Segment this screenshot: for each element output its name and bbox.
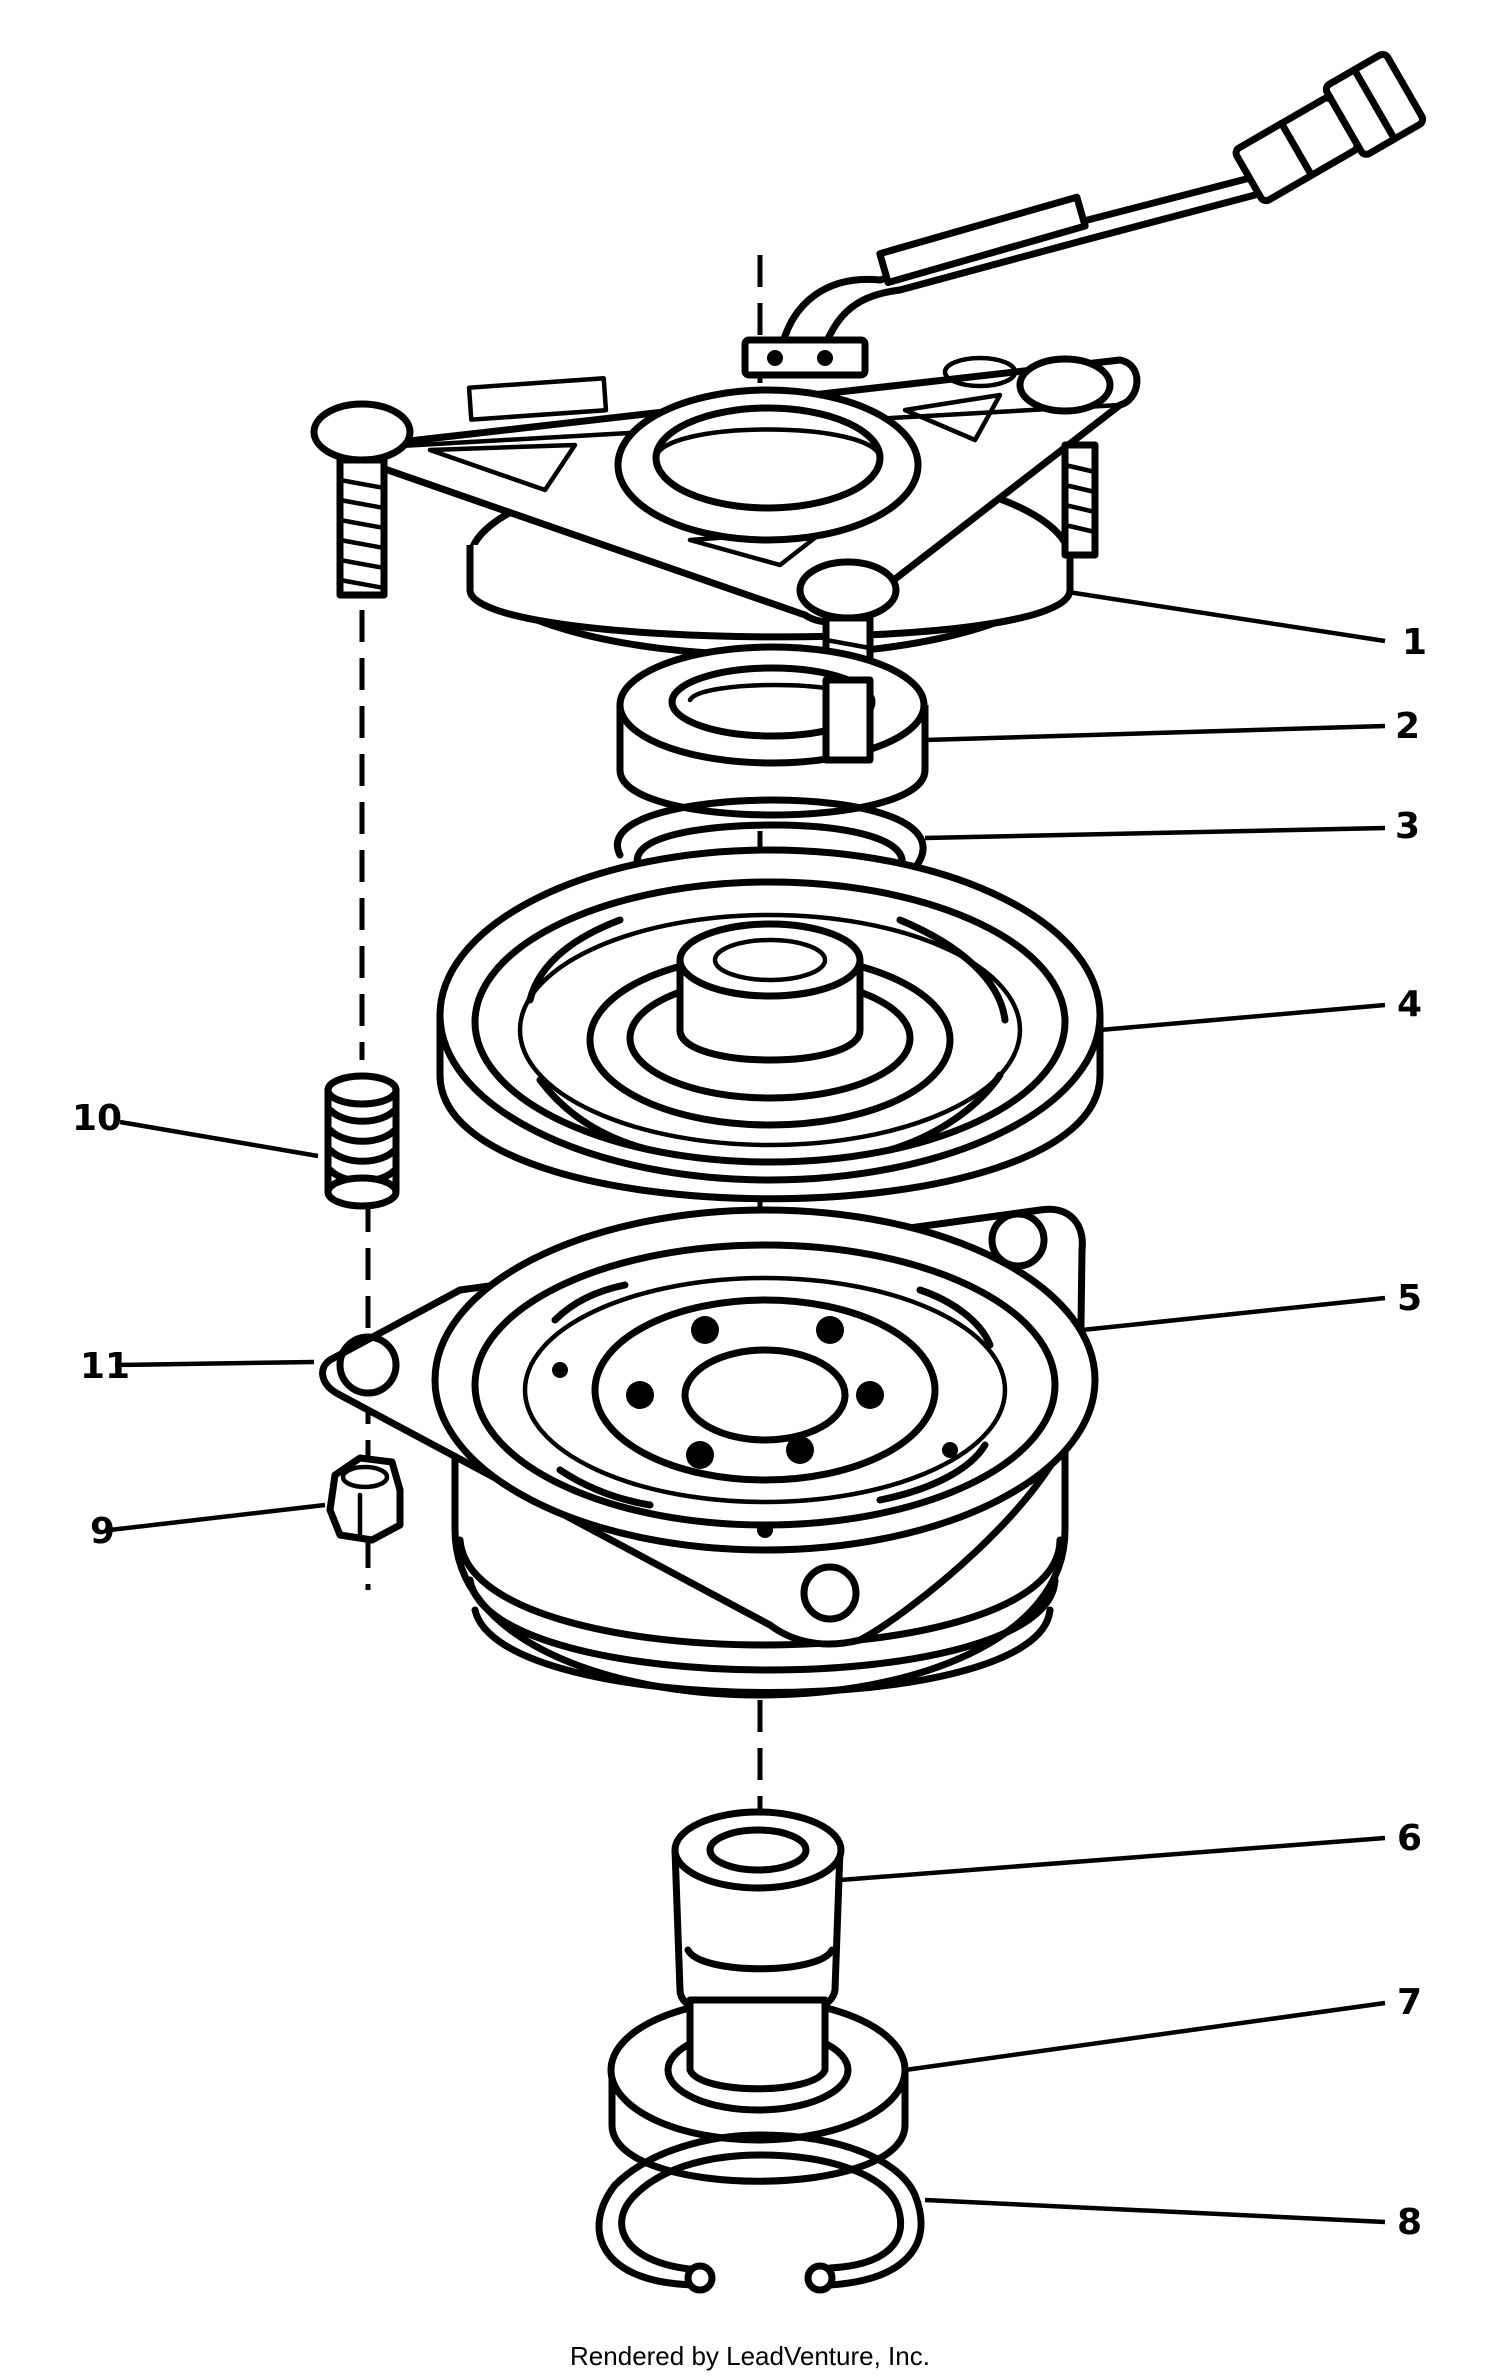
callout-6: 6 — [1397, 1818, 1422, 1859]
callout-7: 7 — [1397, 1982, 1422, 2023]
part-2-bearing — [616, 643, 929, 819]
part-4-armature-disc — [436, 846, 1104, 1203]
leader-lines — [109, 589, 1386, 2225]
callout-8: 8 — [1397, 2202, 1422, 2243]
part-7-bearing — [607, 1996, 909, 2185]
callout-3: 3 — [1395, 806, 1420, 847]
callout-4: 4 — [1397, 984, 1422, 1025]
part-8-snap-ring — [595, 2131, 925, 2294]
part-5-brake-plate-pulley — [319, 1205, 1099, 1699]
callout-9: 9 — [90, 1511, 115, 1552]
part-1-field-coil-assembly — [310, 50, 1427, 762]
part-6-spacer-sleeve — [671, 1808, 845, 2024]
footer-credit: Rendered by LeadVenture, Inc. — [570, 2341, 930, 2371]
callout-2: 2 — [1395, 706, 1420, 747]
callout-5: 5 — [1397, 1278, 1422, 1319]
callout-10: 10 — [72, 1098, 122, 1139]
callout-11: 11 — [80, 1346, 130, 1387]
callout-labels: 1 2 3 4 5 6 7 8 9 10 11 — [72, 622, 1427, 2243]
part-10-spring — [324, 1072, 400, 1210]
callout-1: 1 — [1402, 622, 1427, 663]
part-9-nut — [326, 1454, 404, 1544]
